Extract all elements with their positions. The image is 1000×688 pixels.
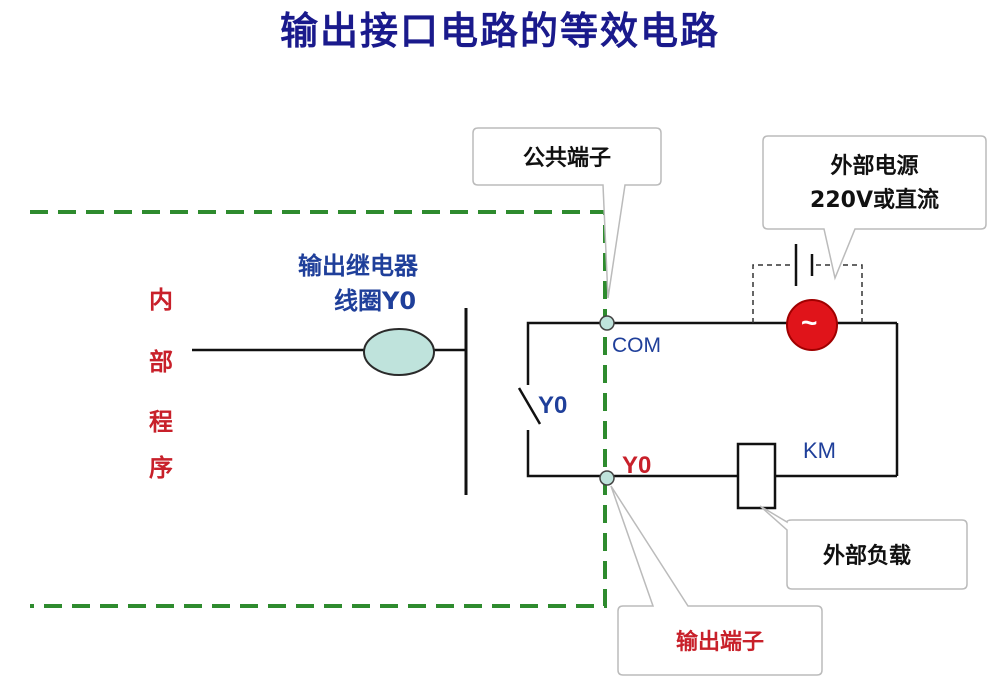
km-load (736, 442, 777, 510)
callout-power-line2: 220V或直流 (810, 188, 939, 213)
ac-source (786, 299, 838, 351)
contact-loop (517, 321, 605, 478)
com-terminal-label: COM (612, 334, 661, 357)
relay-coil-label-line2: 线圈Y0 (334, 287, 417, 315)
ac-source-symbol: ~ (801, 307, 818, 338)
y0-terminal (599, 470, 615, 486)
callout-power-line1: 外部电源 (830, 154, 919, 179)
callout-external-load (759, 505, 968, 590)
internal-program-char-2: 部 (149, 348, 173, 376)
relay-coil (363, 328, 435, 376)
relay-coil-label-line1: 输出继电器 (298, 252, 418, 280)
internal-program-char-1: 内 (149, 286, 173, 314)
y0-terminal-label: Y0 (622, 452, 652, 479)
callout-output-terminal-text: 输出端子 (675, 630, 764, 655)
callout-power-source (762, 135, 987, 281)
callout-output-terminal (610, 485, 823, 676)
contact-label: Y0 (538, 392, 568, 419)
callout-common-terminal-text: 公共端子 (522, 146, 611, 171)
diagram-title: 输出接口电路的等效电路 (279, 9, 720, 53)
dc-alternative-wire (752, 264, 863, 323)
callout-external-load-text: 外部负载 (822, 544, 911, 569)
internal-program-char-4: 序 (149, 454, 173, 482)
internal-program-char-3: 程 (149, 408, 173, 436)
internal-boundary (30, 210, 607, 608)
km-label: KM (803, 438, 836, 463)
callout-common-terminal (472, 127, 662, 299)
com-terminal (599, 315, 615, 331)
